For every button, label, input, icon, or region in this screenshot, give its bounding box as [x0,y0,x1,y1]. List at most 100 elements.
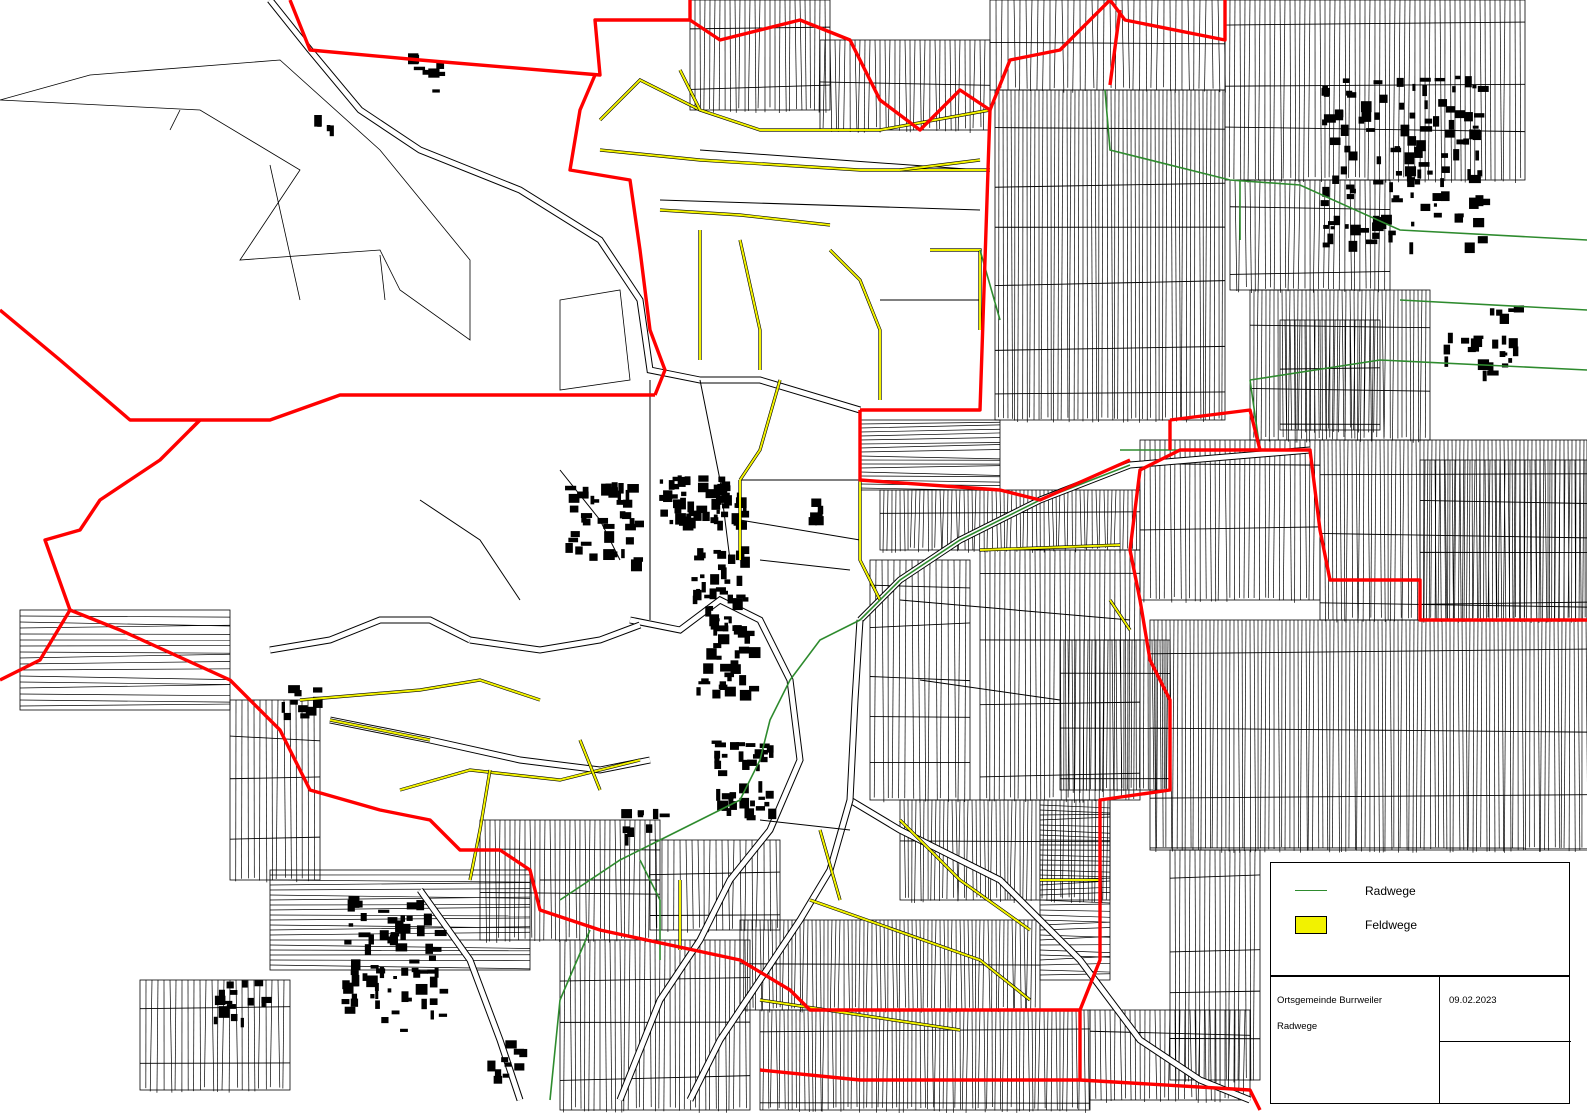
building [745,743,756,747]
parcel-line [1484,459,1487,620]
building [739,675,747,686]
parcel-line [1159,639,1162,791]
parcel-line [1364,179,1367,289]
parcel-line [1282,0,1286,179]
parcel-line [1095,639,1097,792]
building [1470,338,1483,348]
field-path [679,69,701,111]
building [1443,344,1451,355]
parcel-line [1289,0,1292,178]
building [687,501,695,513]
building [423,913,432,926]
building [1361,110,1372,122]
parcel-line [1017,89,1020,422]
building [736,742,746,747]
building [734,650,740,659]
building [395,943,408,952]
building [629,518,635,526]
parcel-line [1253,439,1256,599]
building [633,557,644,562]
field-path-swatch [1295,916,1327,934]
parcel-line [1046,799,1049,901]
parcel-line [922,39,926,131]
building [739,689,752,701]
parcel-line [1119,639,1123,789]
road-line [659,199,981,211]
parcel-line [1239,0,1242,180]
building [721,793,734,800]
building [1322,186,1330,197]
parcel-line [1415,619,1419,853]
parcel-line [873,559,877,798]
parcel-line [1237,849,1241,1080]
parcel-line [972,39,976,129]
building [698,681,711,685]
parcel-line [1429,619,1432,850]
building [1435,120,1439,125]
building [698,475,709,482]
parcel-line [1412,619,1415,853]
field-path-casing [930,248,982,330]
building [697,482,709,493]
building [1372,232,1380,239]
parcel-line [19,651,231,654]
building [1350,224,1361,236]
building [731,513,742,525]
building [218,989,225,998]
parcel-line [1086,489,1089,551]
parcel-line [1243,439,1246,599]
parcel-line [1560,619,1563,848]
building [616,499,627,505]
parcel-line [1184,439,1187,603]
parcel-line [913,489,917,549]
building [1395,170,1402,176]
parcel-line [1355,439,1359,623]
building [1456,139,1465,145]
parcel-line [804,0,807,110]
parcel-line [1079,489,1082,548]
building [223,1000,233,1005]
hatch-block [1419,459,1587,623]
parcel-line [199,979,201,1090]
parcel-line [1214,849,1217,1083]
parcel-line [1554,439,1557,621]
parcel-line [1087,1009,1090,1110]
parcel-line [1582,439,1585,620]
parcel-divider [1229,271,1391,275]
parcel-line [1224,439,1228,602]
parcel-divider [759,1028,1091,1033]
parcel-line [289,699,292,879]
building [722,503,730,509]
parcel-line [269,959,531,962]
parcel-line [568,819,571,938]
parcel-line [1317,179,1321,290]
building [722,625,729,632]
parcel-line [1428,459,1431,620]
parcel-divider [689,26,831,30]
building [732,598,743,611]
parcel-line [1103,489,1106,548]
parcel-line [854,39,858,130]
hatch-block [879,489,1141,553]
parcel-divider [1149,648,1587,655]
building [622,499,633,508]
building [1391,198,1403,203]
parcel-line [1060,89,1064,420]
building [714,750,721,759]
building [565,485,577,491]
building [288,685,300,694]
parcel-line [599,819,601,939]
parcel-line [759,919,763,1012]
building [1473,335,1484,339]
parcel-line [1544,459,1548,623]
building [1417,169,1422,179]
parcel-line [1313,179,1316,293]
parcel-line [1468,459,1471,619]
building [727,554,736,564]
parcel-outline [169,109,386,301]
building [434,967,439,978]
parcel-line [1284,619,1287,851]
building [768,808,777,820]
